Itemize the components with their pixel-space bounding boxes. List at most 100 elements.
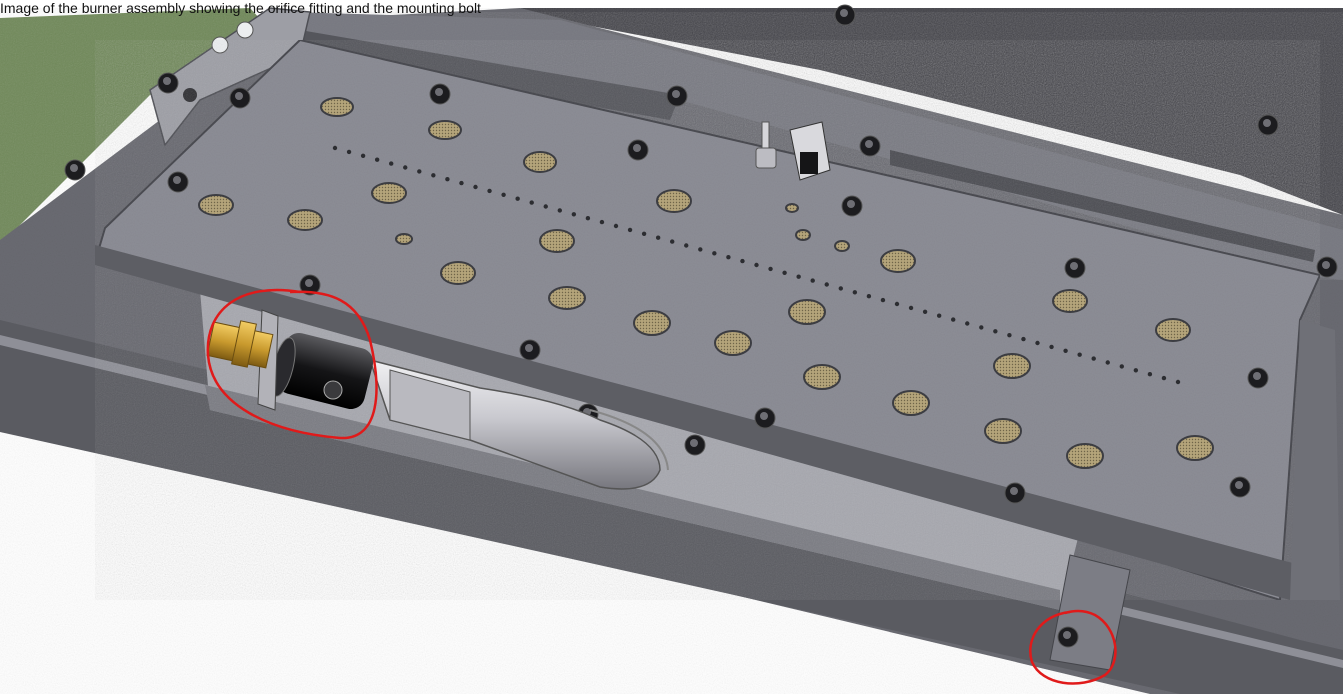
burner-port — [892, 390, 930, 416]
port-dot — [389, 161, 394, 166]
port-dot — [726, 255, 731, 260]
port-dot — [599, 219, 605, 225]
fastener-bolt — [834, 4, 856, 26]
port-dot — [1077, 352, 1082, 357]
burner-port — [656, 189, 692, 213]
burner-ports — [198, 97, 1214, 469]
port-dot — [627, 227, 633, 233]
fastener-bolt — [229, 87, 251, 109]
port-dot — [908, 305, 914, 311]
burner-port — [395, 233, 413, 245]
port-dot — [979, 325, 984, 330]
fastener-bolt — [666, 85, 688, 107]
port-dot — [1035, 340, 1040, 346]
fastener-bolt — [627, 139, 649, 161]
annotation-circles — [206, 288, 1117, 685]
port-dot — [768, 266, 773, 272]
port-dot — [515, 196, 520, 201]
port-dot — [866, 294, 872, 299]
bracket-hole — [236, 21, 254, 39]
port-dot — [403, 165, 408, 170]
burner-port — [287, 209, 323, 231]
port-dot — [585, 216, 591, 221]
burner-plate-right-edge — [1290, 320, 1340, 600]
burner-port — [1176, 435, 1214, 461]
orifice-fitting-circle — [206, 288, 378, 440]
port-dot — [922, 309, 928, 314]
port-dot — [641, 231, 647, 236]
port-dot — [459, 180, 464, 186]
burner-port — [428, 120, 462, 140]
orifice-fitting — [206, 309, 279, 411]
port-dot — [810, 278, 815, 283]
port-dot — [936, 313, 942, 318]
port-dot — [838, 286, 843, 291]
port-dot — [655, 235, 661, 240]
burner-port — [803, 364, 841, 390]
fastener-bolt — [157, 72, 179, 94]
green-side-panel — [0, 8, 270, 245]
burner-port — [880, 249, 916, 273]
port-dot — [1063, 348, 1068, 353]
fastener-bolt — [1257, 114, 1279, 136]
port-dot — [754, 262, 759, 268]
burner-port — [548, 286, 586, 310]
port-dot — [670, 239, 675, 244]
fastener-bolt — [167, 171, 189, 193]
port-dot — [473, 184, 478, 190]
burner-port — [633, 310, 671, 336]
burner-port — [539, 229, 575, 253]
burner-port — [320, 97, 354, 117]
port-dot — [571, 212, 577, 217]
burner-port — [440, 261, 476, 285]
fastener-bolt — [519, 339, 541, 361]
burner-port — [1052, 289, 1088, 313]
port-dot — [445, 177, 450, 182]
fastener-bolt — [1057, 626, 1079, 648]
bracket-hole — [211, 36, 229, 54]
burner-plate-front-edge — [95, 245, 1300, 600]
fastener-bolt — [429, 83, 451, 105]
port-dot — [965, 321, 970, 326]
port-dot — [613, 223, 619, 229]
port-dot — [431, 173, 436, 178]
port-dot — [852, 290, 858, 295]
burner-port — [1066, 443, 1104, 469]
burner-port — [788, 299, 826, 325]
igniter-assembly — [755, 121, 831, 181]
port-dot — [332, 145, 338, 151]
fastener-bolt — [1229, 476, 1251, 498]
port-dot — [698, 247, 703, 252]
port-dot — [1007, 333, 1012, 338]
port-dot — [782, 270, 787, 275]
port-dot — [346, 149, 352, 155]
fastener-bolt — [299, 274, 321, 296]
burner-port — [523, 151, 557, 173]
burner-port — [198, 194, 234, 216]
fastener-bolt — [859, 135, 881, 157]
port-dot — [374, 157, 380, 162]
burner-tube — [368, 358, 669, 490]
air-shutter — [270, 333, 374, 409]
port-dot — [360, 153, 366, 158]
fastener-bolt — [64, 159, 86, 181]
port-dot — [1161, 375, 1167, 381]
port-dot — [1091, 356, 1096, 361]
port-dot — [417, 169, 422, 174]
port-dot — [894, 301, 900, 307]
port-dot — [543, 204, 548, 209]
burner-port — [1155, 318, 1191, 342]
port-dot — [1049, 344, 1054, 350]
fastener-bolt — [1064, 257, 1086, 279]
port-dot — [557, 208, 562, 213]
burner-channel-shadow — [205, 385, 1060, 610]
port-dot — [684, 243, 689, 248]
burner-port — [993, 353, 1031, 379]
burner-port — [785, 203, 799, 213]
port-dot — [1147, 372, 1153, 377]
fastener-bolt — [1247, 367, 1269, 389]
burner-port — [714, 330, 752, 356]
port-dot — [993, 329, 998, 334]
